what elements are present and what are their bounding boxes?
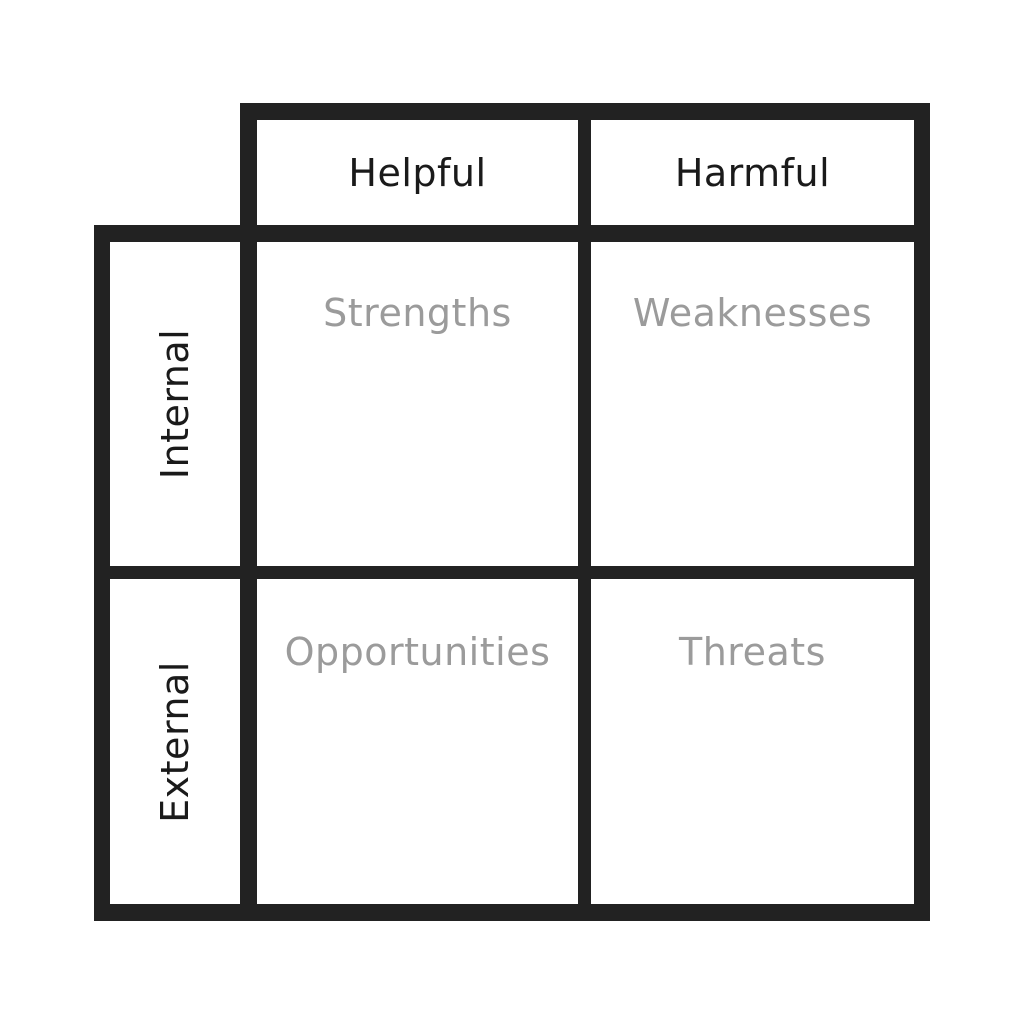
grid-line-left <box>94 225 110 921</box>
grid-line-column-divider <box>578 103 591 921</box>
quadrant-strengths: Strengths <box>323 291 512 335</box>
grid-line-inner-left <box>240 103 257 921</box>
grid-line-row-divider <box>94 566 930 579</box>
grid-line-bottom <box>94 904 930 921</box>
column-header-helpful: Helpful <box>348 150 487 195</box>
grid-line-right <box>914 103 930 921</box>
quadrant-weaknesses: Weaknesses <box>632 291 873 335</box>
row-header-external: External <box>153 661 197 823</box>
grid-line-header-bottom <box>94 225 930 242</box>
quadrant-opportunities: Opportunities <box>284 630 551 674</box>
row-header-internal: Internal <box>153 328 197 480</box>
column-header-harmful: Harmful <box>674 150 831 195</box>
quadrant-threats: Threats <box>679 630 826 674</box>
